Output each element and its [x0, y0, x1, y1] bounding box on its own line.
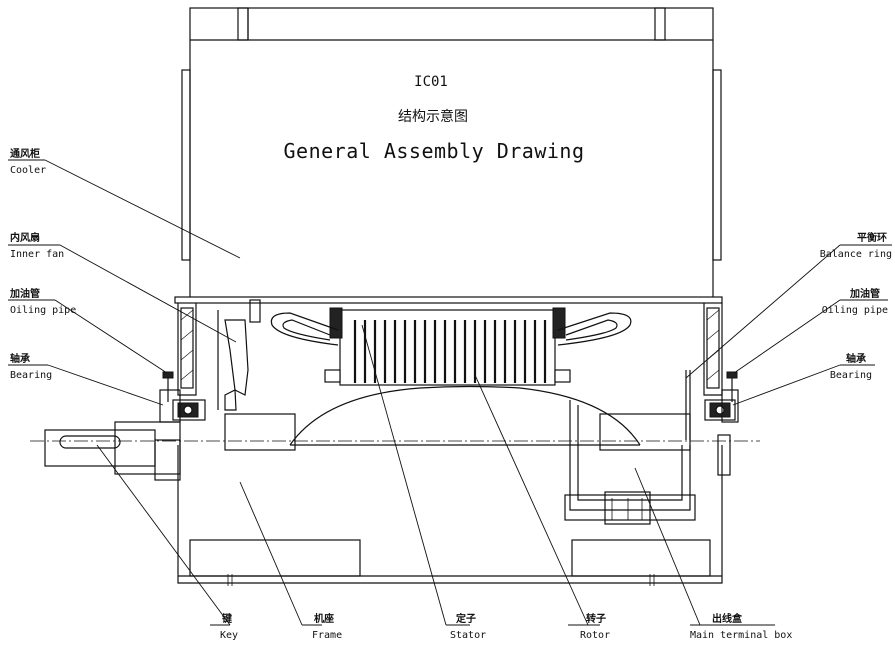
label-bearing-left-en: Bearing	[10, 370, 52, 381]
label-bearing-left: 轴承 Bearing	[10, 352, 52, 381]
label-inner-fan-cn: 内风扇	[10, 231, 40, 244]
label-oiling-pipe-left: 加油管 Oiling pipe	[9, 287, 76, 316]
label-frame: 机座 Frame	[312, 612, 342, 641]
motor-body	[30, 299, 760, 586]
label-frame-en: Frame	[312, 630, 342, 641]
label-terminal-box: 出线盒 Main terminal box	[690, 612, 792, 641]
label-frame-cn: 机座	[314, 612, 334, 625]
label-bearing-right-cn: 轴承	[846, 352, 866, 365]
label-cooler-en: Cooler	[10, 165, 46, 176]
label-key-cn: 键	[221, 612, 233, 625]
label-terminal-box-en: Main terminal box	[690, 630, 792, 641]
label-rotor-en: Rotor	[580, 630, 610, 641]
cooler-box	[174, 7, 723, 304]
label-cooler-cn: 通风柜	[10, 147, 40, 160]
label-bearing-right-en: Bearing	[830, 370, 872, 381]
label-balance-ring: 平衡环 Balance ring	[820, 231, 892, 260]
leader-lines	[8, 159, 892, 626]
label-bearing-left-cn: 轴承	[10, 352, 30, 365]
label-stator-cn: 定子	[456, 612, 476, 625]
label-inner-fan: 内风扇 Inner fan	[10, 231, 64, 260]
label-cooler: 通风柜 Cooler	[10, 147, 46, 176]
label-balance-ring-en: Balance ring	[820, 249, 892, 260]
label-key-en: Key	[220, 630, 238, 641]
label-balance-ring-cn: 平衡环	[857, 231, 887, 244]
label-inner-fan-en: Inner fan	[10, 249, 64, 260]
title-code: IC01	[414, 74, 448, 90]
label-stator-en: Stator	[450, 630, 486, 641]
label-oiling-pipe-right-en: Oiling pipe	[822, 305, 888, 316]
label-oiling-pipe-right: 加油管 Oiling pipe	[822, 287, 888, 316]
title-en: General Assembly Drawing	[284, 139, 585, 163]
label-terminal-box-cn: 出线盒	[712, 612, 743, 625]
label-rotor-cn: 转子	[586, 612, 606, 625]
label-key: 键 Key	[220, 612, 238, 641]
label-oiling-pipe-right-cn: 加油管	[849, 287, 880, 300]
label-oiling-pipe-left-cn: 加油管	[9, 287, 40, 300]
title-cn: 结构示意图	[398, 108, 468, 125]
label-stator: 定子 Stator	[450, 612, 486, 641]
label-oiling-pipe-left-en: Oiling pipe	[10, 305, 76, 316]
label-rotor: 转子 Rotor	[580, 612, 610, 641]
label-bearing-right: 轴承 Bearing	[830, 352, 872, 381]
